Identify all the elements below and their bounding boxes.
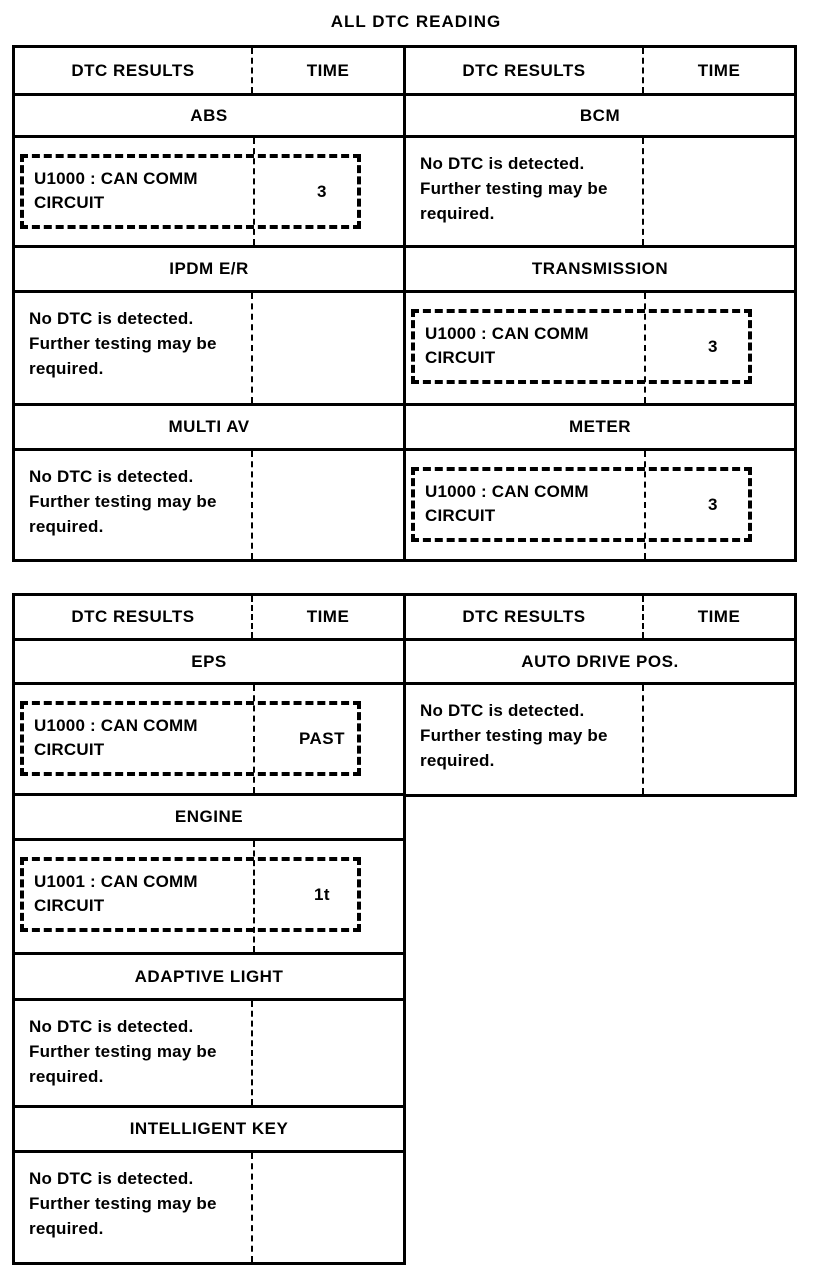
dtc-result-row: U1001 : CAN COMM CIRCUIT 1t xyxy=(15,841,403,955)
empty-time-cell xyxy=(644,138,794,245)
module-name-band: ADAPTIVE LIGHT xyxy=(15,955,403,1001)
no-dtc-row: No DTC is detected. Further testing may … xyxy=(15,293,403,406)
dtc-result-row: U1000 : CAN COMM CIRCUIT 3 xyxy=(406,293,794,406)
table-header-row: DTC RESULTS TIME xyxy=(15,596,403,641)
header-cell-time: TIME xyxy=(697,60,741,80)
column-divider-dashed xyxy=(644,451,646,559)
module-name: TRANSMISSION xyxy=(531,259,669,278)
header-cell-dtc-results: DTC RESULTS xyxy=(406,48,644,93)
no-dtc-row: No DTC is detected. Further testing may … xyxy=(15,1001,403,1108)
table-header-row: DTC RESULTS TIME xyxy=(15,48,403,96)
dtc-table-section-bottom: DTC RESULTS TIME EPS U1000 : CAN COMM CI… xyxy=(12,593,797,1265)
dtc-time-value: 3 xyxy=(708,494,718,514)
module-name-band: INTELLIGENT KEY xyxy=(15,1108,403,1153)
dtc-time-value: 1t xyxy=(313,884,331,904)
dtc-code: U1000 : CAN COMM CIRCUIT xyxy=(425,324,589,367)
dtc-code: U1000 : CAN COMM CIRCUIT xyxy=(34,716,198,759)
header-cell-dtc-results: DTC RESULTS xyxy=(15,48,253,93)
module-name-band: TRANSMISSION xyxy=(406,248,794,293)
module-name-band: METER xyxy=(406,406,794,451)
dtc-result-row: U1000 : CAN COMM CIRCUIT PAST xyxy=(15,685,403,796)
dtc-highlight-box: U1001 : CAN COMM CIRCUIT 1t xyxy=(20,857,361,932)
empty-time-cell xyxy=(253,293,403,403)
module-name-band: ABS xyxy=(15,96,403,138)
module-name-band: IPDM E/R xyxy=(15,248,403,293)
dtc-table-bottom-right: DTC RESULTS TIME AUTO DRIVE POS. No DTC … xyxy=(403,593,797,797)
no-dtc-message: No DTC is detected. Further testing may … xyxy=(29,467,217,536)
header-cell-time: TIME xyxy=(306,607,350,626)
dtc-table-bottom-left: DTC RESULTS TIME EPS U1000 : CAN COMM CI… xyxy=(12,593,406,1265)
dtc-result-row: U1000 : CAN COMM CIRCUIT 3 xyxy=(15,138,403,248)
no-dtc-message: No DTC is detected. Further testing may … xyxy=(420,154,608,223)
dtc-table-section-top: DTC RESULTS TIME ABS U1000 : CAN COMM CI… xyxy=(12,45,797,562)
header-cell-time: TIME xyxy=(306,60,350,80)
module-name-band: EPS xyxy=(15,641,403,685)
module-name: MULTI AV xyxy=(168,417,250,436)
dtc-time-value: PAST xyxy=(298,728,346,748)
module-name-band: BCM xyxy=(406,96,794,138)
no-dtc-message: No DTC is detected. Further testing may … xyxy=(29,1169,217,1238)
module-name: ADAPTIVE LIGHT xyxy=(134,966,284,986)
module-name-band: ENGINE xyxy=(15,796,403,841)
dtc-table-top-right: DTC RESULTS TIME BCM No DTC is detected.… xyxy=(403,45,797,562)
module-name-band: MULTI AV xyxy=(15,406,403,451)
module-name: ENGINE xyxy=(174,807,244,826)
dtc-code: U1001 : CAN COMM CIRCUIT xyxy=(34,872,198,915)
no-dtc-message: No DTC is detected. Further testing may … xyxy=(29,309,217,378)
no-dtc-row: No DTC is detected. Further testing may … xyxy=(406,685,794,794)
header-cell-time: TIME xyxy=(697,607,741,626)
module-name: AUTO DRIVE POS. xyxy=(521,651,679,671)
page-title: ALL DTC READING xyxy=(330,12,502,31)
module-name: EPS xyxy=(191,651,227,671)
module-name: IPDM E/R xyxy=(169,259,249,278)
empty-time-cell xyxy=(253,1001,403,1105)
table-header-row: DTC RESULTS TIME xyxy=(406,48,794,96)
dtc-table-top-left: DTC RESULTS TIME ABS U1000 : CAN COMM CI… xyxy=(12,45,406,562)
empty-time-cell xyxy=(644,685,794,794)
column-divider-dashed xyxy=(253,685,255,793)
no-dtc-message: No DTC is detected. Further testing may … xyxy=(420,701,608,770)
dtc-highlight-box: U1000 : CAN COMM CIRCUIT 3 xyxy=(411,309,752,384)
header-cell-dtc-results: DTC RESULTS xyxy=(406,596,644,638)
no-dtc-message: No DTC is detected. Further testing may … xyxy=(29,1017,217,1086)
module-name: METER xyxy=(569,417,631,436)
module-name: INTELLIGENT KEY xyxy=(129,1119,289,1138)
dtc-result-row: U1000 : CAN COMM CIRCUIT 3 xyxy=(406,451,794,559)
dtc-highlight-box: U1000 : CAN COMM CIRCUIT 3 xyxy=(20,154,361,229)
column-divider-dashed xyxy=(644,293,646,403)
dtc-time-value: 3 xyxy=(317,181,327,201)
column-divider-dashed xyxy=(253,841,255,952)
module-name-band: AUTO DRIVE POS. xyxy=(406,641,794,685)
dtc-time-value: 3 xyxy=(708,336,718,356)
no-dtc-row: No DTC is detected. Further testing may … xyxy=(15,1153,403,1262)
empty-time-cell xyxy=(253,1153,403,1262)
header-cell-dtc-results: DTC RESULTS xyxy=(15,596,253,638)
table-header-row: DTC RESULTS TIME xyxy=(406,596,794,641)
module-name: BCM xyxy=(579,105,621,125)
dtc-code: U1000 : CAN COMM CIRCUIT xyxy=(425,482,589,525)
no-dtc-row: No DTC is detected. Further testing may … xyxy=(406,138,794,248)
empty-time-cell xyxy=(253,451,403,559)
dtc-highlight-box: U1000 : CAN COMM CIRCUIT 3 xyxy=(411,467,752,542)
module-name: ABS xyxy=(190,105,228,125)
no-dtc-row: No DTC is detected. Further testing may … xyxy=(15,451,403,559)
column-divider-dashed xyxy=(253,138,255,245)
dtc-code: U1000 : CAN COMM CIRCUIT xyxy=(34,169,198,212)
dtc-highlight-box: U1000 : CAN COMM CIRCUIT PAST xyxy=(20,701,361,776)
